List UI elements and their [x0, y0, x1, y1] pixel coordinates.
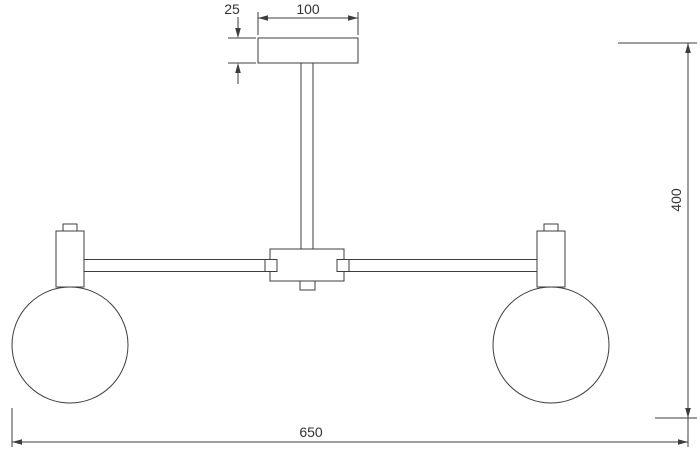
dim-overall-width: 650 — [11, 408, 688, 447]
dim-canopy-width: 100 — [257, 1, 359, 35]
dim-650-right-arrowhead — [678, 439, 688, 445]
dim-overall-height: 400 — [618, 42, 697, 447]
left-holder-nub — [62, 223, 78, 232]
right-lamp-holder — [536, 230, 566, 288]
ceiling-canopy — [257, 37, 359, 64]
left-glass-globe — [11, 286, 129, 404]
left-lamp-holder — [55, 230, 85, 288]
dim-25-label: 25 — [224, 1, 240, 17]
fixture-outline — [11, 37, 610, 404]
dim-25-up-arrowhead — [235, 63, 241, 73]
right-arm-joint — [336, 259, 350, 272]
dim-400-label: 400 — [668, 188, 684, 212]
dim-650-left-arrowhead — [12, 439, 22, 445]
bottom-nipple — [299, 280, 316, 291]
dim-400-top-arrowhead — [685, 43, 691, 53]
dim-650-label: 650 — [299, 424, 323, 440]
dim-400-bottom-arrowhead — [685, 408, 691, 418]
dim-100-label: 100 — [296, 1, 320, 17]
dim-25-down-arrowhead — [235, 28, 241, 38]
central-body — [269, 248, 345, 282]
dim-100-right-arrowhead — [348, 15, 358, 21]
stem-rod — [300, 62, 314, 250]
right-glass-globe — [492, 286, 610, 404]
left-arm-joint — [264, 259, 278, 272]
right-holder-nub — [543, 223, 559, 232]
dim-canopy-height: 25 — [224, 1, 256, 84]
dim-100-left-arrowhead — [258, 15, 268, 21]
